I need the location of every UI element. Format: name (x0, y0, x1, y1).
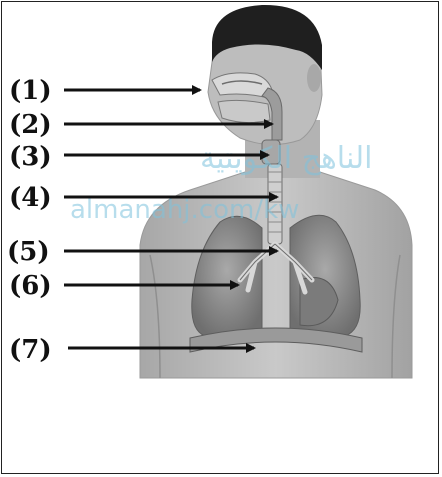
label-2: (2) (9, 110, 52, 140)
label-7: (7) (9, 335, 52, 365)
label-3: (3) (9, 142, 52, 172)
label-4: (4) (9, 183, 52, 213)
oral-cavity (218, 100, 270, 122)
label-6: (6) (9, 271, 52, 301)
label-5: (5) (7, 237, 50, 267)
svg-text:الناهج الكويتية: الناهج الكويتية (200, 141, 372, 176)
label-1: (1) (9, 76, 52, 106)
svg-text:almanahj.com/kw: almanahj.com/kw (70, 195, 299, 225)
